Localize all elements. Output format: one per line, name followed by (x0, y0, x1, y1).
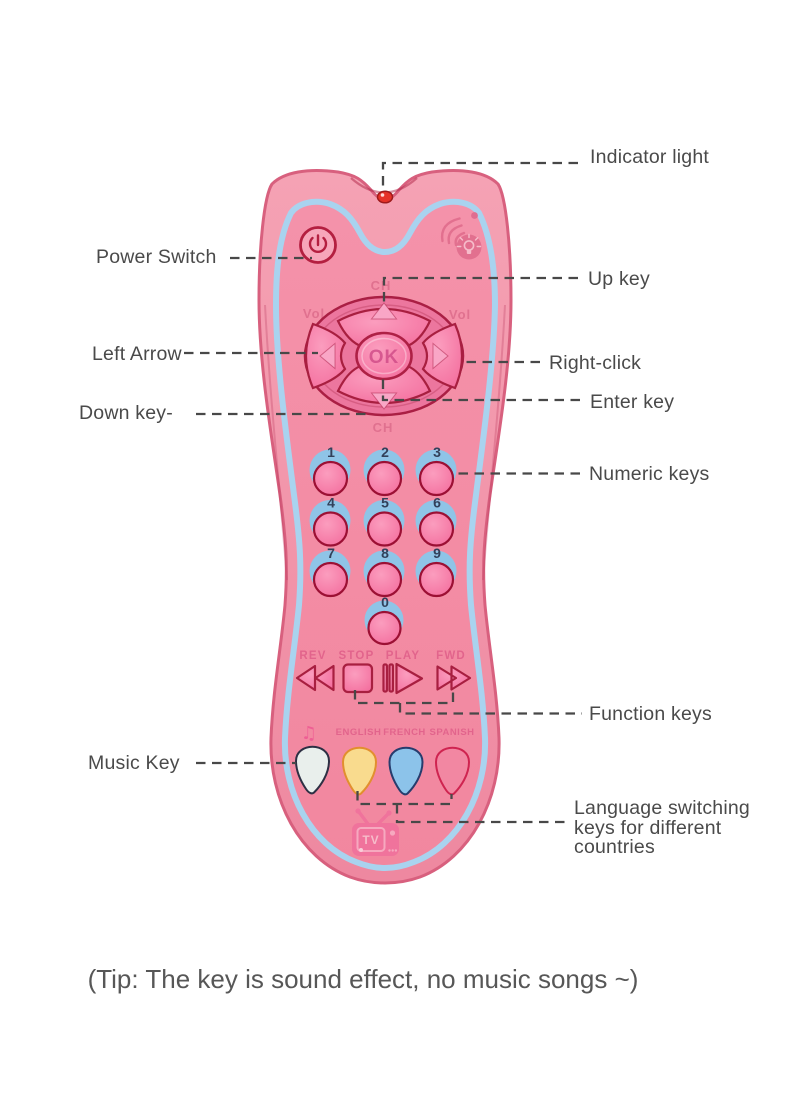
function-keys-row: REV STOP PLAY FWD (295, 650, 472, 695)
spanish-key (434, 746, 471, 796)
label-right-click: Right-click (549, 352, 642, 374)
vol-label-right: Vol (449, 307, 471, 322)
stop-key (342, 663, 374, 694)
numeric-key-9: 9 (415, 545, 457, 598)
svg-text:OK: OK (369, 347, 400, 368)
numeric-keypad: 1 2 3 4 5 6 7 8 9 0 (309, 444, 457, 646)
callout-line-language-keys (356, 791, 568, 824)
label-indicator-light: Indicator light (590, 146, 709, 168)
label-function-keys: Function keys (589, 703, 712, 725)
label-power-switch: Power Switch (96, 246, 217, 268)
numeric-key-6: 6 (415, 495, 457, 547)
svg-text:5: 5 (381, 495, 389, 511)
label-language-keys-line2: keys for different (574, 816, 722, 839)
label-enter-key: Enter key (590, 391, 675, 413)
label-language-keys: Language switching keys for different co… (574, 797, 750, 858)
play-key (382, 662, 424, 695)
callout-line-function-keys (353, 690, 582, 715)
vol-label-left: Vol (303, 306, 325, 321)
svg-text:4: 4 (327, 495, 335, 511)
rewind-key (295, 664, 335, 692)
play-label: PLAY (386, 650, 420, 662)
svg-text:3: 3 (433, 444, 441, 460)
numeric-key-5: 5 (363, 495, 405, 547)
language-keys-row: ♫ ENGLISH FRENCH SPANISH (294, 723, 474, 796)
tip-caption: (Tip: The key is sound effect, no music … (87, 964, 639, 994)
numeric-key-8: 8 (363, 545, 405, 598)
label-left-arrow: Left Arrow (92, 343, 182, 365)
ok-button: OK (355, 331, 413, 381)
svg-text:6: 6 (433, 495, 441, 511)
ch-label-top: CH (371, 278, 392, 293)
numeric-key-4: 4 (309, 495, 351, 547)
svg-text:0: 0 (381, 594, 389, 610)
spanish-label: SPANISH (429, 727, 474, 738)
french-key (388, 746, 424, 796)
up-arrow-icon (370, 302, 398, 320)
indicator-led (376, 190, 394, 204)
left-arrow-icon (319, 342, 336, 370)
label-language-keys-line3: countries (574, 836, 655, 858)
english-label: ENGLISH (336, 727, 382, 738)
forward-key (436, 665, 472, 691)
label-language-keys-line1: Language switching (574, 797, 750, 819)
rev-label: REV (299, 650, 326, 662)
callout-line-indicator-light (381, 161, 578, 192)
power-icon (308, 234, 328, 253)
numeric-key-2: 2 (363, 444, 405, 497)
ch-label-bottom: CH (373, 420, 394, 435)
label-down-key: Down key- (79, 402, 173, 424)
callout-line-enter-key (381, 374, 580, 402)
power-button (299, 226, 337, 264)
svg-text:2: 2 (381, 444, 389, 460)
stop-label: STOP (339, 650, 375, 662)
signal-waves-icon (440, 217, 466, 247)
numeric-key-3: 3 (415, 444, 457, 497)
bulb-icon (456, 233, 482, 260)
svg-text:1: 1 (327, 444, 335, 460)
svg-text:TV: TV (362, 833, 379, 847)
svg-text:8: 8 (381, 545, 389, 561)
music-key (294, 745, 331, 795)
right-arrow-icon (432, 342, 449, 370)
label-music-key: Music Key (88, 752, 180, 774)
callout-lines (184, 161, 582, 824)
svg-text:9: 9 (433, 545, 441, 561)
fwd-label: FWD (436, 650, 466, 662)
tv-logo: TV (352, 808, 399, 856)
dpad: OK (303, 295, 465, 417)
label-up-key: Up key (588, 268, 650, 290)
english-key (341, 746, 378, 796)
sensor-dot (471, 212, 478, 219)
music-note-icon: ♫ (301, 723, 317, 744)
numeric-key-0: 0 (364, 594, 404, 646)
svg-text:7: 7 (327, 545, 335, 561)
label-numeric-keys: Numeric keys (589, 463, 710, 485)
french-label: FRENCH (383, 727, 426, 738)
callout-line-up-key (382, 276, 578, 306)
numeric-key-1: 1 (309, 444, 351, 497)
numeric-key-7: 7 (309, 545, 351, 598)
